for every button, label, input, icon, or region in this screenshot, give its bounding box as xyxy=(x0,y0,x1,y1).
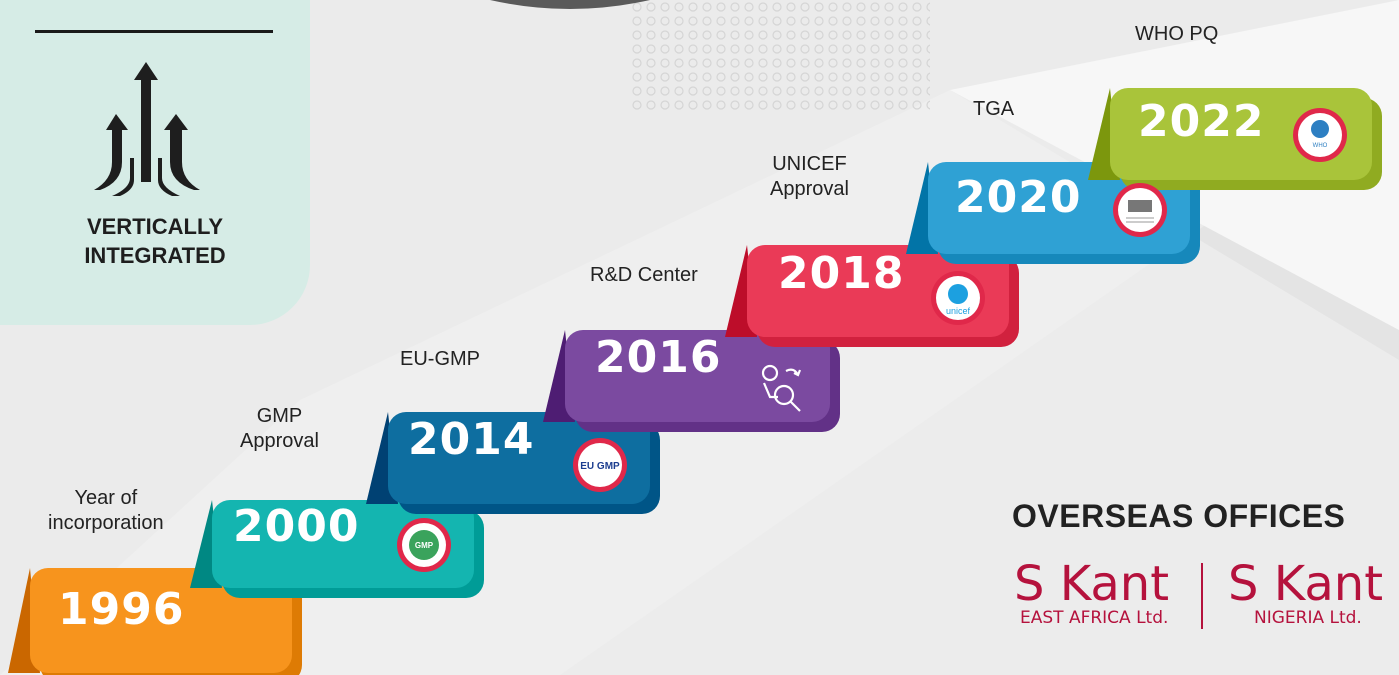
step-block xyxy=(30,568,292,673)
svg-text:EU GMP: EU GMP xyxy=(580,461,620,472)
milestone-year: 2020 xyxy=(955,172,1082,223)
research-icon xyxy=(761,364,802,412)
certification-badge-2020 xyxy=(1113,183,1167,237)
milestone-year: 1996 xyxy=(58,584,185,635)
milestone-step-2016 xyxy=(543,330,840,432)
office-name: S Kant xyxy=(1228,556,1384,612)
step-block xyxy=(565,330,830,422)
svg-text:GMP: GMP xyxy=(415,541,434,550)
vertical-arrows-icon xyxy=(94,62,200,196)
certification-badge-2000: GMP xyxy=(397,518,451,572)
milestone-year: 2022 xyxy=(1138,96,1265,147)
milestone-year: 2014 xyxy=(408,414,535,465)
office-region: NIGERIA Ltd. xyxy=(1254,608,1362,628)
milestone-label: R&D Center xyxy=(590,264,698,286)
svg-text:unicef: unicef xyxy=(946,306,971,316)
office-region: EAST AFRICA Ltd. xyxy=(1020,608,1169,628)
office-divider xyxy=(1201,563,1203,629)
milestone-label: EU-GMP xyxy=(400,348,480,370)
milestone-label: WHO PQ xyxy=(1135,23,1219,45)
milestone-year: 2018 xyxy=(778,248,905,299)
certification-badge-2018: unicef xyxy=(931,271,985,325)
office-name: S Kant xyxy=(1014,556,1170,612)
milestone-label: TGA xyxy=(973,98,1015,120)
certification-badge-2014: EU GMP xyxy=(573,438,627,492)
milestone-year: 2000 xyxy=(233,501,360,552)
milestone-label: GMP Approval xyxy=(240,405,319,452)
certification-badge-2022: WHO xyxy=(1293,108,1347,162)
milestone-step-1996 xyxy=(8,568,302,675)
office-east-africa: S Kant EAST AFRICA Ltd. xyxy=(1014,560,1169,627)
office-nigeria: S Kant NIGERIA Ltd. xyxy=(1228,560,1383,627)
vertically-integrated-text: VERTICALLY INTEGRATED xyxy=(84,214,226,268)
overseas-offices-heading: OVERSEAS OFFICES xyxy=(1012,498,1346,534)
card-divider xyxy=(35,30,273,33)
milestone-label: Year of incorporation xyxy=(48,487,164,534)
milestone-year: 2016 xyxy=(595,332,722,383)
svg-text:WHO: WHO xyxy=(1313,143,1328,149)
milestone-label: UNICEF Approval xyxy=(770,153,849,200)
vertically-integrated-card: VERTICALLY INTEGRATED xyxy=(0,0,310,325)
